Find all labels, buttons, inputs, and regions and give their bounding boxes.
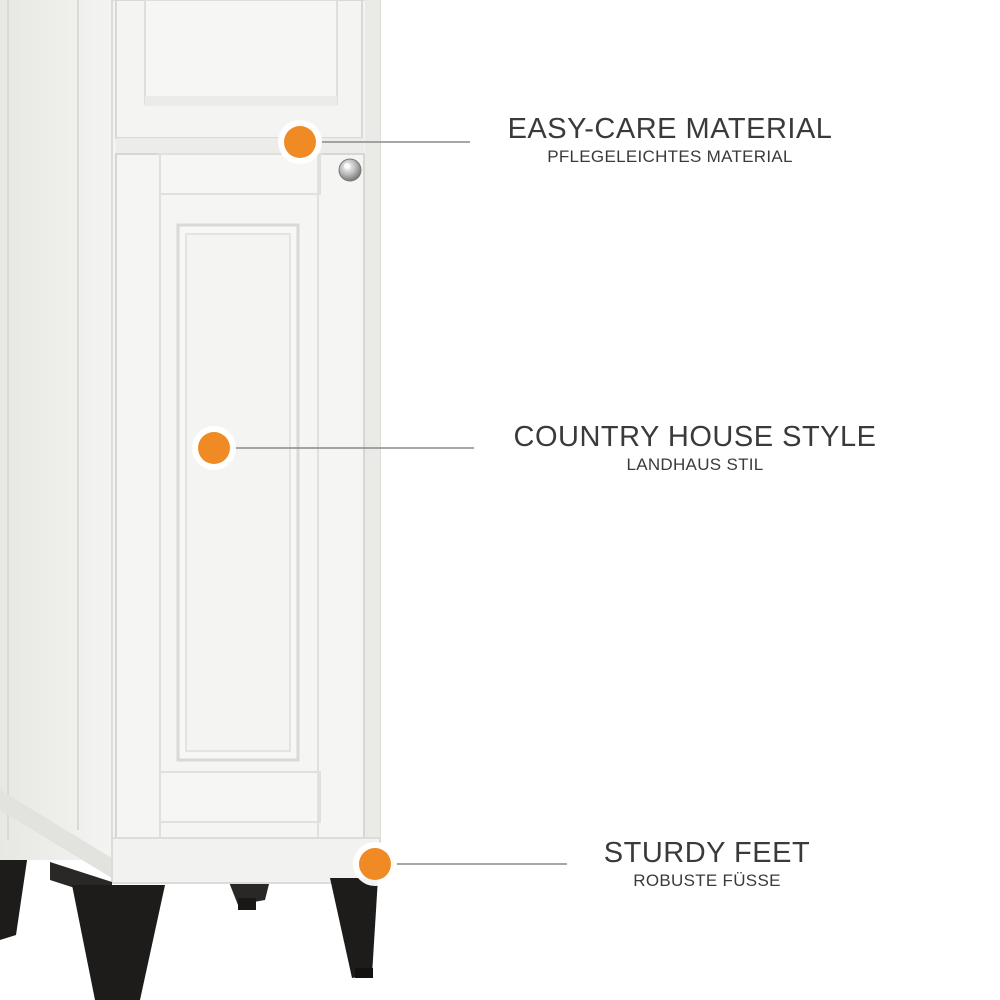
cabinet-front-leg-left <box>72 885 165 1000</box>
feature-subtitle: PFLEGELEICHTES MATERIAL <box>547 147 793 166</box>
feature-subtitle: ROBUSTE FÜSSE <box>633 871 781 890</box>
feature-title: COUNTRY HOUSE STYLE <box>513 421 877 453</box>
chrome-knob <box>338 158 362 182</box>
hotspot-marker-1[interactable] <box>278 120 322 164</box>
feature-easy-care: EASY-CARE MATERIAL PFLEGELEICHTES MATERI… <box>470 112 870 168</box>
cabinet-back-leg <box>0 840 30 940</box>
feature-country-house: COUNTRY HOUSE STYLE LANDHAUS STIL <box>495 420 895 476</box>
hotspot-marker-2[interactable] <box>192 426 236 470</box>
feature-sturdy-feet: STURDY FEET ROBUSTE FÜSSE <box>557 836 857 892</box>
feature-subtitle: LANDHAUS STIL <box>626 455 764 474</box>
feature-title: STURDY FEET <box>603 837 811 869</box>
hotspot-marker-3[interactable] <box>353 842 397 886</box>
cabinet-back-foot-pad <box>238 898 256 910</box>
cabinet-side-panel <box>0 0 115 860</box>
cabinet-front-leg-right <box>330 878 378 978</box>
feature-title: EASY-CARE MATERIAL <box>507 113 833 145</box>
